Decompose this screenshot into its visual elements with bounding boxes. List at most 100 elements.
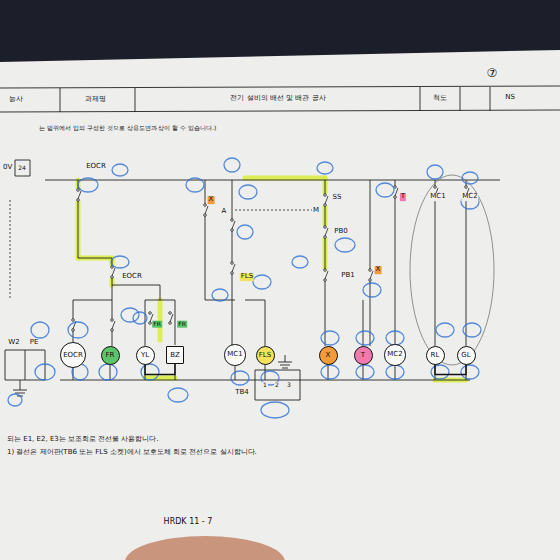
label-text: TB4: [234, 389, 250, 397]
label-text: T: [400, 193, 406, 201]
wire: [135, 88, 136, 112]
wire-connector: [435, 365, 466, 375]
handwritten-mark: [376, 183, 394, 197]
label-text: X: [375, 266, 382, 274]
label-text: HRDK 11 - 7: [163, 518, 214, 527]
hand: [125, 536, 285, 560]
wire: [30, 160, 31, 176]
wire: [245, 300, 265, 301]
contact-symbol: [321, 269, 329, 282]
label-text: EOCR: [121, 273, 143, 281]
wire: [328, 364, 329, 380]
label-text: 능사: [8, 96, 24, 104]
wire: [255, 370, 300, 371]
contact-symbol: [166, 312, 174, 325]
handwritten-mark: [321, 365, 339, 379]
handwritten-mark: [186, 178, 204, 192]
contact-symbol: [108, 319, 116, 332]
wire: [420, 87, 421, 111]
label-text: 전기 설비의 배선 및 배관 공사: [229, 95, 326, 103]
wire: [255, 370, 256, 400]
symbol-label: GL: [461, 352, 470, 359]
label-text: ⑦: [486, 67, 499, 80]
wire: [15, 176, 30, 177]
label-text: SS: [332, 194, 343, 202]
label-text: 3: [286, 382, 292, 389]
handwritten-mark: [261, 402, 289, 418]
label-text: 과제명: [84, 96, 107, 104]
handwritten-mark: [356, 331, 374, 345]
label-text: 1: [262, 382, 268, 389]
label-text: PB1: [340, 272, 355, 280]
wire: [45, 350, 46, 380]
symbol-label: EOCR: [63, 352, 83, 359]
label-text: M: [312, 207, 320, 215]
symbol-label: FLS: [259, 352, 271, 359]
wire: [265, 300, 266, 346]
handwritten-mark: [386, 331, 404, 345]
wire: [13, 390, 27, 391]
handwritten-mark: [141, 364, 159, 380]
wire: [110, 364, 111, 380]
label-text: FR: [177, 321, 187, 328]
wire: [75, 180, 500, 181]
coil-lamp-symbol: FLS: [256, 346, 275, 365]
wire: [255, 400, 300, 401]
symbol-label: X: [326, 352, 331, 359]
wire: [15, 393, 25, 394]
coil-lamp-symbol: T: [354, 346, 373, 365]
contact-symbol: [321, 226, 329, 239]
wire: [278, 362, 292, 363]
wire: [25, 350, 26, 380]
coil-lamp-symbol: MC1: [224, 344, 245, 365]
wire: [285, 355, 286, 362]
label-text: MC2: [461, 193, 478, 201]
wire: [280, 365, 290, 366]
wire: [175, 300, 176, 345]
symbol-label: MC2: [387, 351, 402, 358]
symbol-label: RL: [431, 352, 440, 359]
symbol-label: BZ: [170, 352, 180, 359]
wire: [20, 380, 21, 390]
handwritten-mark: [231, 371, 249, 385]
dashed-link: [235, 210, 318, 211]
coil-lamp-symbol: MC2: [384, 344, 405, 365]
handwritten-mark: [8, 394, 22, 406]
handwritten-mark: [212, 289, 228, 301]
handwritten-mark: [463, 323, 481, 337]
paper-sheet: [0, 50, 560, 560]
label-text: FLS: [240, 273, 254, 281]
wire: [78, 258, 112, 259]
pencil-mark: [410, 175, 494, 365]
handwritten-mark: [224, 158, 240, 172]
label-text: 0V: [2, 164, 13, 172]
handwritten-mark: [99, 364, 117, 380]
wire: [160, 285, 161, 300]
handwritten-mark: [239, 185, 257, 199]
wire: [435, 180, 436, 346]
handwritten-mark: [78, 178, 98, 192]
handwritten-mark: [317, 162, 333, 174]
label-text: MC1: [429, 193, 446, 201]
label-text: 되는 E1, E2, E3는 보조회로 전선을 사용합니다.: [6, 436, 160, 444]
dashed-link: [10, 200, 11, 300]
handwritten-mark: [321, 331, 339, 345]
coil-lamp-symbol: EOCR: [60, 342, 86, 368]
wire: [60, 88, 61, 112]
coil-lamp-symbol: RL: [426, 346, 445, 365]
label-text: PE: [29, 339, 40, 347]
wire: [73, 300, 112, 301]
handwritten-mark: [335, 238, 355, 252]
coil-lamp-symbol: YL: [136, 346, 155, 365]
handwritten-mark: [168, 388, 188, 402]
contact-symbol: [391, 186, 399, 199]
wire: [363, 364, 364, 380]
wire: [490, 87, 491, 111]
wire: [370, 180, 371, 346]
handwritten-mark: [121, 308, 139, 322]
label-text: 1) 결선은 제어판(TB6 또는 FLS 소켓)에서 보호도체 회로 전선으로…: [6, 449, 258, 457]
coil-lamp-symbol: X: [319, 346, 338, 365]
handwritten-mark: [112, 164, 128, 176]
handwritten-mark: [427, 165, 443, 179]
